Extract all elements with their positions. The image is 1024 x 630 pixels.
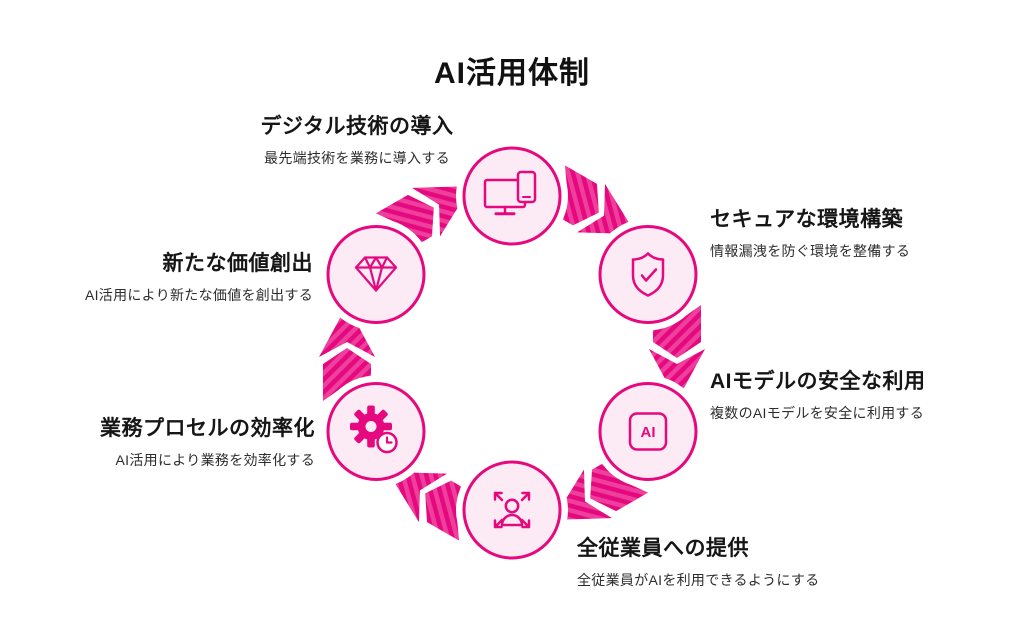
ai-box-icon: AI: [628, 412, 668, 451]
node-heading: 業務プロセルの効率化: [100, 417, 315, 440]
node-label-secure: セキュアな環境構築 情報漏洩を防ぐ環境を整備する: [710, 203, 910, 261]
node-heading: 新たな価値創出: [162, 252, 313, 275]
node-heading: デジタル技術の導入: [260, 115, 454, 138]
node-label-ai-models: AIモデルの安全な利用 複数のAIモデルを安全に利用する: [710, 365, 926, 423]
devices-icon: [483, 170, 537, 216]
node-label-employees: 全従業員への提供 全従業員がAIを利用できるようにする: [577, 532, 820, 590]
node-label-digital: デジタル技術の導入 最先端技術を業務に導入する: [187, 110, 527, 168]
diamond-icon: [354, 256, 398, 292]
node-circle-efficiency: [320, 375, 432, 488]
node-description: 全従業員がAIを利用できるようにする: [577, 572, 820, 588]
page-title: AI活用体制: [434, 57, 590, 90]
node-heading: 全従業員への提供: [577, 537, 749, 560]
node-circle-ai-models: AI: [592, 375, 704, 488]
node-description: 最先端技術を業務に導入する: [264, 150, 450, 166]
gear-clock-icon: [350, 405, 398, 454]
node-description: AI活用により新たな価値を創出する: [84, 287, 313, 303]
ai-box-label: AI: [641, 424, 656, 441]
node-description: 複数のAIモデルを安全に利用する: [710, 405, 925, 421]
node-circle-employees: [456, 454, 568, 566]
person-expand-icon: [493, 491, 531, 529]
node-heading: AIモデルの安全な利用: [710, 370, 926, 393]
node-heading: セキュアな環境構築: [710, 208, 904, 231]
node-description: 情報漏洩を防ぐ環境を整備する: [710, 243, 911, 259]
node-circle-digital: [456, 140, 568, 252]
node-description: AI活用により業務を効率化する: [115, 452, 315, 468]
node-label-value: 新たな価値創出 AI活用により新たな価値を創出する: [85, 247, 313, 305]
node-circle-value: [320, 218, 432, 331]
shield-check-icon: [631, 252, 665, 297]
node-label-efficiency: 業務プロセルの効率化 AI活用により業務を効率化する: [100, 412, 315, 470]
node-circle-secure: [592, 218, 704, 331]
